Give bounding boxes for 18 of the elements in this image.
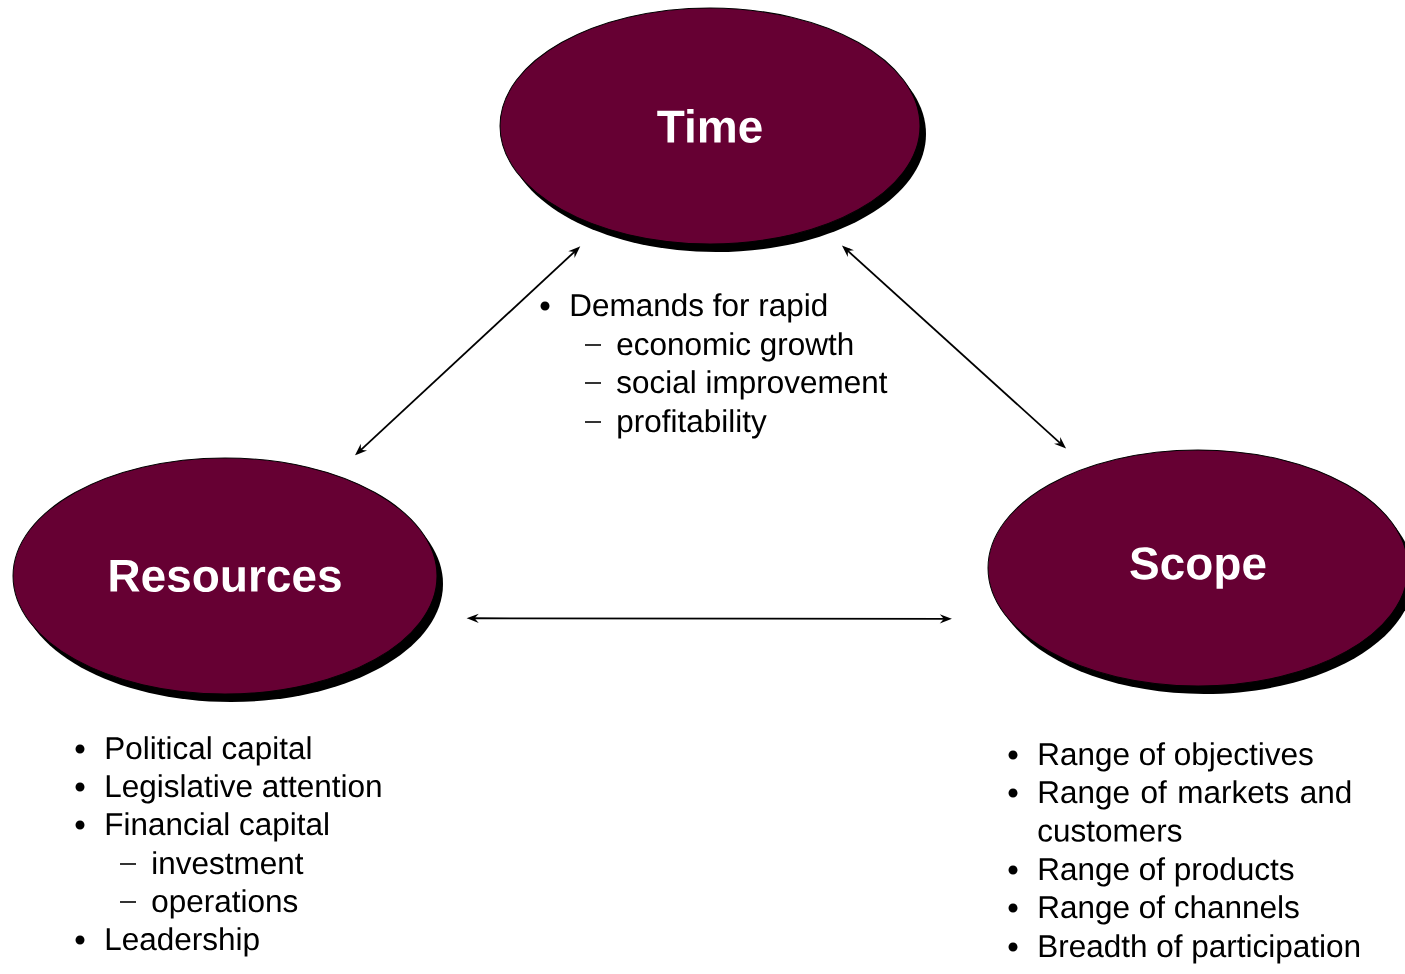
bullet-item: Leadership [75, 927, 259, 957]
bullet-item: profitability [584, 409, 767, 439]
ellipse-node: Resources [12, 457, 443, 702]
bullet-item: Range of products [1008, 857, 1294, 887]
bullet-item: Political capital [75, 736, 311, 766]
bullet-item: Demands for rapid [540, 293, 827, 323]
bullet-item: Legislative attention [75, 774, 381, 804]
ellipse-node: Scope [987, 449, 1405, 694]
bullet-item: social improvement [584, 370, 888, 400]
bullet-item: Range of channels [1008, 895, 1299, 925]
bullet-item: Financial capital [75, 812, 328, 842]
bullet-item: investment [119, 851, 304, 875]
bullet-item: Breadth of participation [1008, 934, 1360, 964]
bullet-item: operations [119, 889, 298, 919]
ellipse-node: Time [499, 7, 926, 252]
bullet-item: Range of objectives [1008, 742, 1313, 772]
bullet-item: Range of markets and customers [1008, 780, 1351, 842]
bullet-item: economic growth [584, 332, 853, 362]
